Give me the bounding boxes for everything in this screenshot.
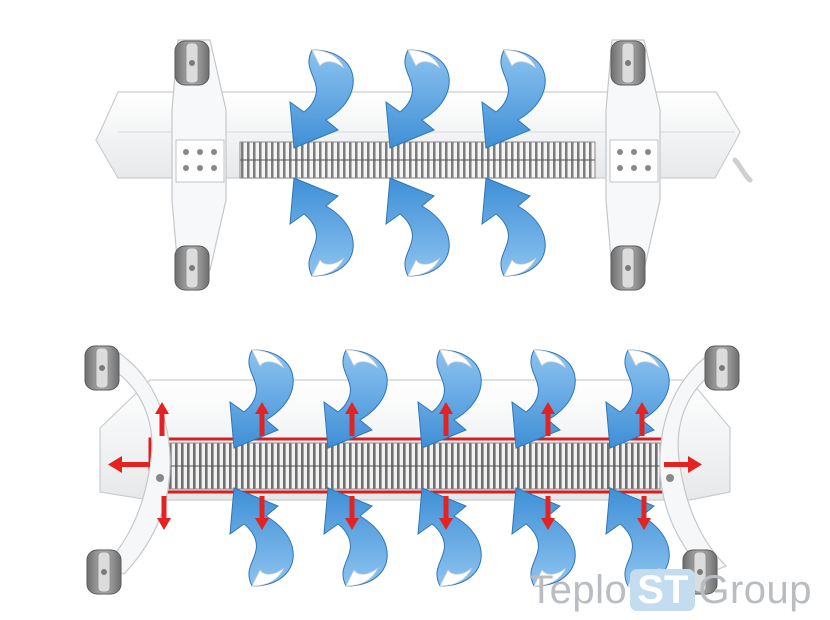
wheel-icon <box>86 549 122 595</box>
top-heater <box>95 39 753 291</box>
bottom-heater <box>84 345 740 595</box>
watermark-badge-text: ST <box>637 568 689 612</box>
wheel-icon <box>174 40 210 86</box>
watermark-prefix: Teplo <box>529 568 628 612</box>
wheel-icon <box>84 345 120 391</box>
top-left-foot <box>171 39 227 291</box>
watermark-badge: ST <box>630 568 696 612</box>
cold-air-up-arrow-icon <box>385 177 450 277</box>
wheel-icon <box>610 245 646 291</box>
top-right-foot <box>605 39 661 291</box>
wheel-icon <box>610 40 646 86</box>
warm-air-right-arrow-icon <box>664 456 702 473</box>
wheel-icon <box>174 245 210 291</box>
cold-air-up-arrow-icon <box>289 177 354 277</box>
bottom-right-foot <box>659 345 740 595</box>
wheel-icon <box>704 345 740 391</box>
warm-air-left-arrow-icon <box>108 456 150 473</box>
cold-air-up-arrow-icon <box>481 177 546 277</box>
cold-air-up-arrow-icon <box>323 487 388 587</box>
power-cord <box>732 157 753 183</box>
watermark-suffix: Group <box>698 568 812 612</box>
cold-air-up-arrow-icon <box>417 487 482 587</box>
teplost-group-watermark: Teplo ST Group <box>529 566 812 614</box>
